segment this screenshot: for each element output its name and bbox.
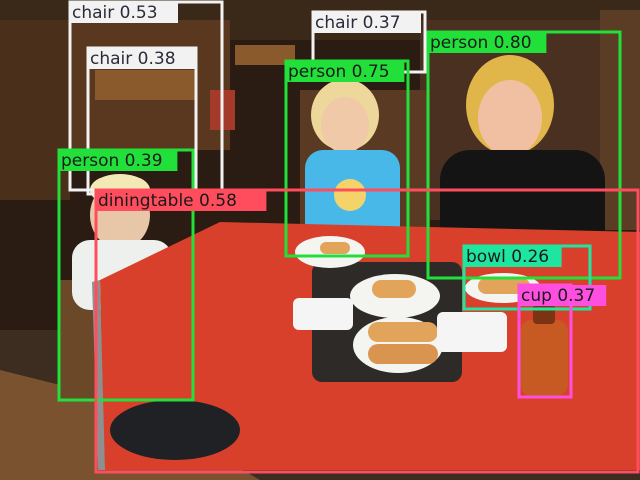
detection-bowl: bowl 0.26 [462, 244, 592, 311]
label-background [88, 48, 196, 69]
detection-label: chair 0.37 [315, 13, 401, 33]
label-background [313, 12, 421, 33]
chips-bag-1 [293, 298, 353, 330]
detection-label: chair 0.53 [72, 3, 158, 23]
detection-diningtable: diningtable 0.58 [94, 188, 640, 474]
bounding-box [284, 59, 410, 258]
detection-person: person 0.80 [426, 30, 622, 280]
hotdog-4 [478, 278, 530, 294]
shirt-graphic [334, 179, 366, 211]
detection-person: person 0.39 [57, 148, 195, 402]
detection-label: person 0.80 [430, 33, 532, 53]
detection-label: cup 0.37 [521, 286, 595, 306]
snapple-bottle [520, 320, 568, 396]
detection-person: person 0.75 [284, 59, 410, 258]
hotdog-5 [320, 242, 350, 254]
detection-label: person 0.75 [288, 62, 390, 82]
detection-label: bowl 0.26 [466, 247, 549, 267]
detection-label: diningtable 0.58 [98, 191, 237, 211]
woman-face [478, 80, 542, 156]
label-background [519, 285, 607, 306]
bounding-box [426, 30, 622, 280]
label-background [96, 190, 267, 211]
label-background [70, 2, 178, 23]
detection-cup: cup 0.37 [517, 283, 607, 399]
bounding-box [86, 46, 198, 196]
bounding-box [57, 148, 195, 402]
chips-bag-2 [437, 312, 507, 352]
back-table [95, 70, 195, 100]
label-background [428, 32, 547, 53]
bounding-box [94, 188, 640, 474]
hotdog-3 [372, 280, 416, 298]
label-background [286, 61, 405, 82]
girl-face [321, 97, 369, 153]
detection-chair: chair 0.53 [68, 0, 224, 192]
detection-label: person 0.39 [61, 151, 163, 171]
label-background [464, 246, 562, 267]
back-table-2 [235, 45, 295, 65]
detection-chair: chair 0.38 [86, 46, 198, 196]
backpack [110, 400, 240, 460]
detection-label: chair 0.38 [90, 49, 176, 69]
label-background [59, 150, 178, 171]
detection-chair: chair 0.37 [311, 10, 427, 74]
hotdog-2 [368, 344, 438, 364]
hotdog-1 [368, 322, 438, 342]
